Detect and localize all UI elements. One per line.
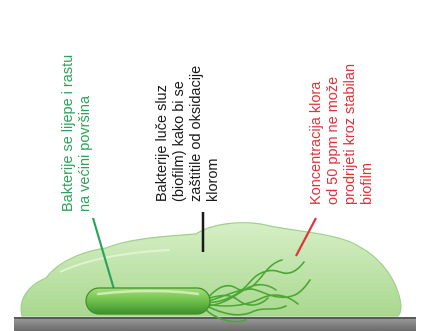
label-biofilm-secretion: Bakterije luče sluz (biofilm) kako bi se… [154,66,222,202]
surface [14,318,416,331]
label-line: biofilm [359,64,376,205]
label-line: zaštitile od oksidacije [188,66,205,202]
label-line: Bakterije luče sluz [154,66,171,202]
surface-edge [14,317,416,319]
label-line: na većini površina [77,55,94,212]
label-chlorine-concentration: Koncentracija klora od 50 ppm ne može pr… [308,64,376,205]
label-line: Koncentracija klora [308,64,325,205]
label-bacteria-attach: Bakterije se lijepe i rastu na većini po… [60,55,94,212]
label-line: od 50 ppm ne može [325,64,342,205]
label-line: prodrijeti kroz stabilan [342,64,359,205]
label-line: Bakterije se lijepe i rastu [60,55,77,212]
label-line: klorom [205,66,222,202]
label-line: (biofilm) kako bi se [171,66,188,202]
bacterium [86,288,210,314]
